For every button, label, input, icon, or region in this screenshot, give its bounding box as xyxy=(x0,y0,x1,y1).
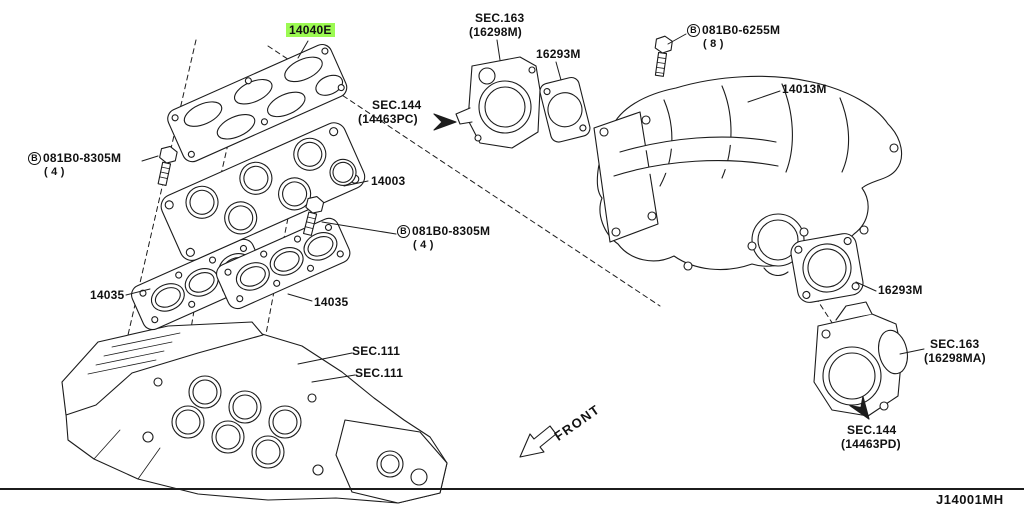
circled-b-icon: B xyxy=(28,152,41,165)
engine-block-drawing xyxy=(61,321,448,504)
part-label-16293M-right: 16293M xyxy=(878,283,923,297)
throttle-body-16298MA-drawing xyxy=(813,301,908,417)
bolt-081B0-6255M-drawing xyxy=(654,35,673,77)
section-label-sec111-a: SEC.111 xyxy=(352,344,401,358)
gasket-16293M-right-drawing xyxy=(790,233,864,303)
section-number: SEC.163 xyxy=(475,11,525,25)
section-number: SEC.163 xyxy=(930,337,980,351)
part-label-14035-left: 14035 xyxy=(90,288,125,302)
circled-b-icon: B xyxy=(687,24,700,37)
bolt-quantity: ( 4 ) xyxy=(44,166,65,178)
part-label-14035-right: 14035 xyxy=(314,295,349,309)
section-part-number: (16298M) xyxy=(469,25,522,40)
part-label-14013M: 14013M xyxy=(782,82,827,96)
section-part-number: (14463PC) xyxy=(358,112,418,127)
section-label-sec144-pc: SEC.144 (14463PC) xyxy=(358,98,421,127)
bolt-part-number: 081B0-8305M xyxy=(43,151,122,165)
leader-lines xyxy=(125,33,925,383)
bolt-part-number: 081B0-6255M xyxy=(702,23,781,37)
manifold-14003-drawing xyxy=(160,122,366,261)
manifold-14013M-drawing xyxy=(593,75,903,277)
bolt-quantity: ( 8 ) xyxy=(703,38,724,50)
part-label-14003: 14003 xyxy=(371,174,406,188)
sec144-pd-arrow-icon xyxy=(849,395,870,420)
sec144-pc-arrow-icon xyxy=(433,113,457,131)
front-direction-arrow-icon xyxy=(519,425,557,458)
sec144-arrow-icons xyxy=(433,113,870,420)
section-part-number: (14463PD) xyxy=(841,437,901,452)
drawing-number: J14001MH xyxy=(936,492,1004,507)
throttle-body-16298M-drawing xyxy=(455,56,541,149)
section-number: SEC.144 xyxy=(847,423,897,437)
bolt-081B0-8305M-mid-drawing xyxy=(302,196,325,236)
gasket-14035-right-drawing xyxy=(216,217,351,310)
section-part-number: (16298MA) xyxy=(924,351,986,366)
circled-b-icon: B xyxy=(397,225,410,238)
gasket-16293M-top-drawing xyxy=(539,76,591,143)
gasket-14040E-drawing xyxy=(167,43,348,163)
bolt-quantity: ( 4 ) xyxy=(413,239,434,251)
bolt-part-number: 081B0-8305M xyxy=(412,224,491,238)
section-label-sec144-pd: SEC.144 (14463PD) xyxy=(841,423,901,452)
section-label-sec111-b: SEC.111 xyxy=(355,366,404,380)
part-label-14040E[interactable]: 14040E xyxy=(286,23,335,38)
bolt-081B0-8305M-left-drawing xyxy=(157,145,178,186)
section-label-sec163-top: SEC.163 (16298M) xyxy=(469,11,524,40)
section-number: SEC.144 xyxy=(372,98,422,112)
part-label-16293M-top: 16293M xyxy=(536,47,581,61)
section-label-sec163-right: SEC.163 (16298MA) xyxy=(924,337,986,366)
